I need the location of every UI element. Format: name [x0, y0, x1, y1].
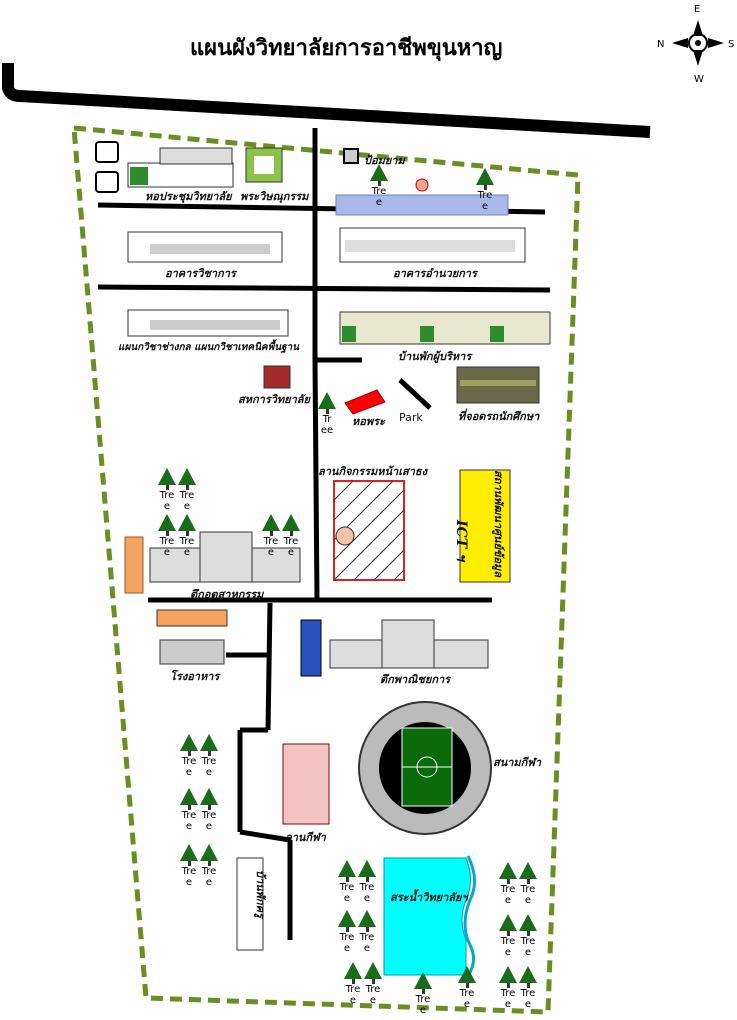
canteen-label: โรงอาหาร [170, 670, 220, 683]
tree-icon: Tre e [474, 168, 496, 212]
pool-label: สระน้ำวิทยาลัยฯ [390, 891, 468, 904]
park-label: Park [399, 411, 423, 424]
academic-label: อาคารวิชาการ [165, 267, 236, 280]
tree-icon: Tre e [280, 514, 302, 558]
tree-icon: Tre e [336, 860, 358, 904]
tree-icon: Tr ee [316, 392, 338, 436]
plaza-label: ลานกิจกรรมหน้าเสาธง [318, 465, 427, 478]
compass-e: E [694, 4, 700, 15]
tank-label: ป้อมยาม [364, 154, 405, 167]
industrial-label: ตึกอุตสาหกรรม [190, 588, 264, 601]
coop-label: สหการวิทยาลัย [238, 393, 310, 406]
tree-icon: Tre e [176, 514, 198, 558]
tree-icon: Tre e [178, 844, 200, 888]
campus-boundary [71, 125, 581, 1015]
shrine-label: หอพระ [352, 415, 385, 428]
commerce-label: ตึกพาณิชยการ [380, 673, 451, 686]
main-road [2, 63, 651, 138]
tree-icon: Tre e [356, 910, 378, 954]
stadium-label: สนามกีฬา [493, 756, 542, 769]
tree-icon: Tre e [517, 914, 539, 958]
tree-icon: Tre e [342, 962, 364, 1006]
tree-icon: Tre e [198, 734, 220, 778]
tree-icon: Tre e [497, 966, 519, 1010]
workshop-label: แผนกวิชาช่างกล แผนกวิชาเทคนิคพื้นฐาน [118, 342, 299, 353]
internal-roads [97, 128, 551, 940]
tree-icon: Tre e [198, 788, 220, 832]
ict-center-label: สถานพัฒนาศูนย์ข้อมูล [492, 470, 505, 578]
ict-label: ICT ฯ [453, 520, 469, 561]
buddha-label: พระวิษณุกรรม [240, 190, 309, 203]
tree-icon: Tre e [412, 972, 434, 1016]
hall-label: หอประชุมวิทยาลัย [145, 190, 232, 203]
staff-houses-label: บ้านพักผู้บริหาร [398, 350, 472, 363]
tree-icon: Tre e [497, 914, 519, 958]
tree-icon: Tre e [368, 164, 390, 208]
parking-label: ที่จอดรถนักศึกษา [458, 410, 540, 423]
court-label: ลานกีฬา [285, 831, 326, 844]
tree-icon: Tre e [198, 844, 220, 888]
tree-icon: Tre e [517, 966, 539, 1010]
tree-icon: Tre e [156, 514, 178, 558]
tree-icon: Tre e [176, 468, 198, 512]
teacher-house-label: บ้านพักครู [254, 870, 267, 918]
tree-icon: Tre e [362, 962, 384, 1006]
map-title: แผนผังวิทยาลัยการอาชีพขุนหาญ [190, 36, 503, 61]
compass-n: N [657, 39, 664, 50]
compass-w: W [694, 74, 704, 85]
tree-icon: Tre e [517, 862, 539, 906]
tree-icon: Tre e [356, 860, 378, 904]
tree-icon: Tre e [156, 468, 178, 512]
tree-icon: Tre e [336, 910, 358, 954]
admin-label: อาคารอำนวยการ [393, 267, 477, 280]
tree-icon: Tre e [178, 788, 200, 832]
compass-s: S [728, 39, 734, 50]
tree-icon: Tre e [456, 966, 478, 1010]
compass-icon [672, 20, 724, 66]
tree-icon: Tre e [260, 514, 282, 558]
tree-icon: Tre e [497, 862, 519, 906]
tree-icon: Tre e [178, 734, 200, 778]
